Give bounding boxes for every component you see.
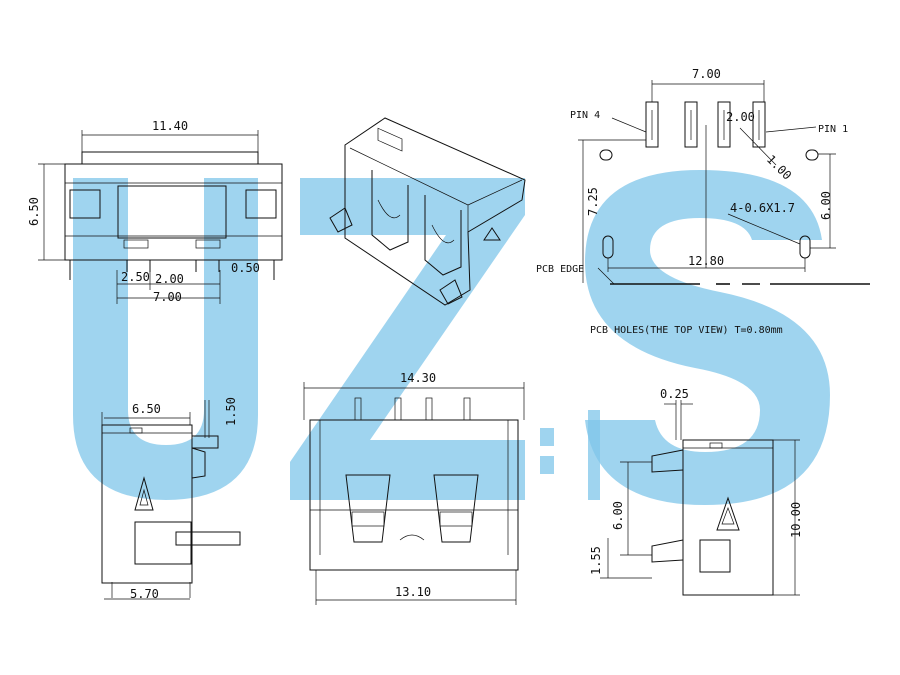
- front-view: [38, 130, 283, 304]
- front-dim-b: 2.00: [155, 272, 184, 286]
- side-top-width: 6.50: [132, 402, 161, 416]
- bottom-top-width: 14.30: [400, 371, 436, 385]
- right-dim-155: 1.55: [589, 546, 603, 575]
- pcb-caption: PCB HOLES(THE TOP VIEW) T=0.80mm: [590, 325, 783, 336]
- right-thickness: 0.25: [660, 387, 689, 401]
- uzs-watermark-logo: [73, 170, 830, 505]
- side-view: [101, 400, 241, 600]
- pcb-top-width: 7.00: [692, 67, 721, 81]
- front-height-dim: 6.50: [27, 197, 41, 226]
- pcb-height-left: 7.25: [586, 187, 600, 216]
- pin1-label: PIN 1: [818, 124, 848, 135]
- pcb-edge-label: PCB EDGE: [536, 264, 584, 275]
- front-pitch-total: 7.00: [153, 290, 182, 304]
- bottom-bottom-width: 13.10: [395, 585, 431, 599]
- slot-note: 4-0.6X1.7: [730, 201, 795, 215]
- pin4-label: PIN 4: [570, 110, 600, 121]
- pin-pitch-dim: 2.00: [726, 110, 755, 124]
- front-width-dim: 11.40: [152, 119, 188, 133]
- side-top-height: 1.50: [224, 397, 238, 426]
- bottom-view: [303, 382, 525, 605]
- side-bottom-width: 5.70: [130, 587, 159, 601]
- isometric-view: [329, 117, 526, 306]
- right-view: [600, 400, 800, 596]
- right-height: 10.00: [789, 502, 803, 538]
- front-dim-a: 2.50: [121, 270, 150, 284]
- pcb-layout: [578, 80, 870, 285]
- slot-span-dim: 12.80: [688, 254, 724, 268]
- front-dim-c: 0.50: [231, 261, 260, 275]
- pin-hole-dim: 1.00: [764, 152, 794, 182]
- right-dim-6: 6.00: [611, 501, 625, 530]
- pcb-height-right: 6.00: [819, 191, 833, 220]
